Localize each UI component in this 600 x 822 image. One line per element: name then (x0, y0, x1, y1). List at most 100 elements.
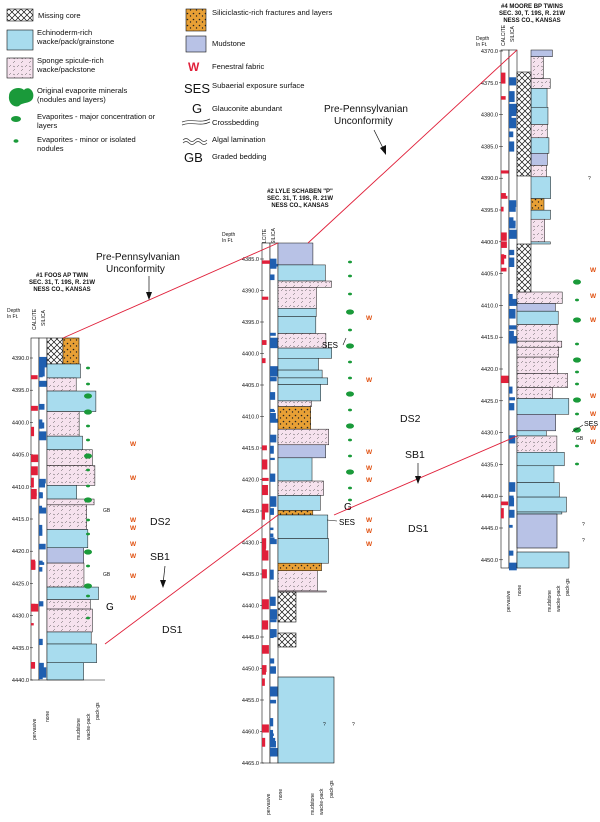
depth-tick-label: 4405.0 (242, 383, 259, 389)
fenestral-mark: W (590, 317, 597, 324)
unconformity-line-left (62, 242, 279, 339)
depth-tick-label: 4375.0 (481, 81, 498, 87)
unconformity-line-right (307, 49, 518, 244)
fenestral-mark: W (590, 293, 597, 300)
fenestral-mark: W (366, 477, 373, 484)
well-3-depth-scale: 4370.04375.04380.04385.04390.04395.04400… (481, 49, 503, 564)
depth-tick-label: 4410.0 (12, 485, 29, 491)
ses-label-1: SES (322, 341, 338, 350)
well-3-column: #4 MOORE BP TWINS SEC. 30, T. 19S, R. 21… (476, 4, 597, 612)
svg-text:none: none (517, 585, 523, 596)
ses-label-2: SES (339, 518, 355, 527)
fenestral-mark: W (590, 439, 597, 446)
svg-text:GB: GB (103, 508, 111, 514)
legend-echinoderm: Echinoderm-rich wacke/pack/grainstone (37, 28, 115, 46)
depth-tick-label: 4390.0 (12, 356, 29, 362)
correlation-lines (62, 49, 518, 645)
w1-missing-core (46, 337, 64, 365)
depth-tick-label: 4400.0 (242, 352, 259, 358)
depth-tick-label: 4425.0 (481, 399, 498, 405)
fenestral-mark: W (130, 517, 137, 524)
fenestral-mark: W (130, 595, 137, 602)
well-2-title: #2 LYLE SCHABEN "P" (267, 189, 333, 195)
depth-tick-label: 4440.0 (12, 678, 29, 684)
legend-ses: Subaerial exposure surface (212, 81, 305, 90)
depth-tick-label: 4415.0 (12, 517, 29, 523)
svg-text:pervasive: pervasive (32, 718, 38, 740)
depth-tick-label: 4435.0 (242, 572, 259, 578)
fenestral-mark: W (590, 425, 597, 432)
depth-tick-label: 4400.0 (12, 420, 29, 426)
evap-major-swatch (11, 116, 21, 122)
annotations: Pre-Pennsylvanian Unconformity Pre-Penns… (96, 104, 598, 636)
svg-text:wacke-pack: wacke-pack (86, 713, 92, 740)
well-3-calcite-bars (501, 72, 509, 519)
depth-tick-label: 4425.0 (242, 509, 259, 515)
svg-text:?: ? (352, 722, 355, 728)
svg-text:Depth: Depth (222, 232, 236, 238)
well-3-title: #4 MOORE BP TWINS (501, 4, 563, 10)
svg-text:In Ft.: In Ft. (7, 314, 18, 320)
fenestral-mark: W (366, 377, 373, 384)
depth-tick-label: 4395.0 (242, 320, 259, 326)
svg-text:mudstone: mudstone (310, 793, 316, 815)
svg-text:In Ft.: In Ft. (476, 42, 487, 48)
glauconite-symbol: G (192, 101, 202, 116)
depth-tick-label: 4450.0 (242, 667, 259, 673)
well-2-calcite-bars (262, 260, 270, 747)
legend-fenestral: Fenestral fabric (212, 62, 265, 71)
fenestral-mark: W (590, 393, 597, 400)
svg-text:In Ft.: In Ft. (222, 238, 233, 244)
algal-symbol (182, 138, 208, 142)
svg-text:wacke-pack: wacke-pack (319, 788, 325, 815)
depth-tick-label: 4435.0 (481, 462, 498, 468)
fenestral-mark: W (130, 441, 137, 448)
evap-minor-swatch (13, 139, 19, 143)
ds2-label-left: DS2 (150, 516, 171, 528)
depth-tick-label: 4445.0 (481, 526, 498, 532)
well-2-evaporites (346, 260, 354, 502)
legend-missing-core: Missing core (38, 11, 81, 20)
depth-tick-label: 4440.0 (242, 604, 259, 610)
depth-tick-label: 4380.0 (481, 113, 498, 119)
echinoderm-swatch (6, 29, 34, 51)
sponge-swatch (6, 57, 34, 79)
svg-text:CALCITE: CALCITE (262, 228, 268, 250)
well-3-location: SEC. 30, T. 19S, R. 21W (499, 11, 565, 17)
svg-text:GB: GB (103, 572, 111, 578)
depth-tick-label: 4390.0 (242, 289, 259, 295)
legend-algal: Algal lamination (212, 135, 266, 144)
depth-tick-label: 4425.0 (12, 581, 29, 587)
ses-label-3: SES (584, 421, 598, 428)
depth-tick-label: 4415.0 (481, 335, 498, 341)
svg-text:SILICA: SILICA (271, 227, 277, 244)
depth-tick-label: 4440.0 (481, 494, 498, 500)
ds-boundary-left (104, 514, 279, 645)
depth-tick-label: 4370.0 (481, 49, 498, 55)
well-2-lithology (277, 242, 332, 593)
svg-text:G: G (106, 602, 114, 613)
fenestral-mark: W (366, 517, 373, 524)
depth-tick-label: 4405.0 (12, 453, 29, 459)
svg-text:pack-gs: pack-gs (329, 780, 335, 798)
mudstone-swatch (185, 35, 207, 53)
unconformity-label-2a: Pre-Pennsylvanian (324, 104, 408, 115)
depth-tick-label: 4450.0 (481, 558, 498, 564)
fenestral-mark: W (130, 573, 137, 580)
legend-graded: Graded bedding (212, 152, 266, 161)
svg-text:?: ? (323, 722, 326, 728)
depth-tick-label: 4410.0 (242, 415, 259, 421)
svg-text:pack-gs: pack-gs (95, 702, 101, 720)
fenestral-mark: W (366, 528, 373, 535)
depth-tick-label: 4390.0 (481, 176, 498, 182)
well-1-silica-bars (39, 356, 47, 680)
depth-tick-label: 4445.0 (242, 635, 259, 641)
fenestral-mark: W (130, 475, 137, 482)
depth-tick-label: 4395.0 (481, 208, 498, 214)
unconformity-label-1a: Pre-Pennsylvanian (96, 252, 180, 263)
svg-text:none: none (278, 789, 284, 800)
fenestral-symbol: W (188, 60, 200, 74)
legend-evap-major: Evaporites - major concentration or laye… (37, 112, 156, 130)
